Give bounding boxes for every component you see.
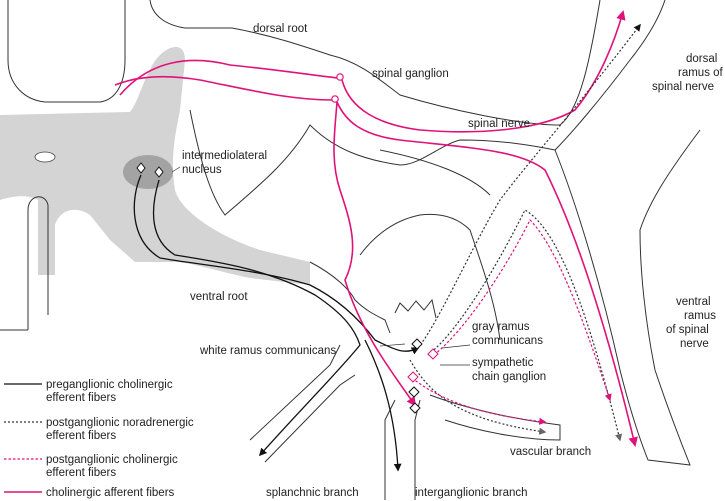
label-ventral-ramus-1: ventral (676, 296, 711, 308)
label-intermediolateral-1: intermediolateral (182, 150, 267, 162)
legend-label: efferent fibers (46, 467, 116, 479)
legend-item-preganglionic: preganglionic cholinergic efferent fiber… (4, 379, 173, 404)
synapse-markers (407, 338, 439, 414)
label-interganglionic-branch: interganglionic branch (415, 487, 528, 499)
preganglionic-fibers (133, 174, 420, 472)
legend: preganglionic cholinergic efferent fiber… (4, 379, 194, 499)
label-gray-ramus-1: gray ramus (472, 321, 530, 333)
label-spinal-ganglion: spinal ganglion (372, 68, 449, 80)
label-ventral-ramus-3: of spinal (666, 324, 709, 336)
label-dorsal-ramus-2: ramus of (678, 67, 724, 79)
legend-label: cholinergic afferent fibers (46, 487, 175, 499)
label-vascular-branch: vascular branch (510, 446, 591, 458)
legend-label: postganglionic cholinergic (46, 454, 178, 466)
label-ventral-ramus-4: nerve (680, 338, 709, 350)
legend-label: efferent fibers (46, 392, 116, 404)
spinal-cord-outline (0, 0, 232, 331)
label-sympathetic-1: sympathetic (472, 357, 534, 369)
afferent-fibers (114, 10, 638, 447)
legend-label: postganglionic noradrenergic (46, 417, 194, 429)
label-dorsal-ramus-1: dorsal (686, 53, 717, 65)
label-dorsal-root: dorsal root (253, 23, 308, 35)
label-sympathetic-2: chain ganglion (472, 371, 546, 383)
leader-lines (171, 166, 471, 366)
label-gray-ramus-2: communicans (472, 335, 543, 347)
postganglionic-noradrenergic-fibers (409, 23, 641, 442)
label-spinal-nerve: spinal nerve (468, 118, 530, 130)
label-dorsal-ramus-3: spinal nerve (652, 81, 714, 93)
legend-item-afferent: cholinergic afferent fibers (4, 487, 175, 499)
label-intermediolateral-2: nucleus (182, 164, 222, 176)
legend-item-postganglionic-noradrenergic: postganglionic noradrenergic efferent fi… (4, 417, 194, 442)
nerve-outlines (189, 0, 701, 500)
legend-item-postganglionic-cholinergic: postganglionic cholinergic efferent fibe… (4, 454, 178, 479)
label-white-ramus: white ramus communicans (199, 345, 336, 357)
label-splanchnic-branch: splanchnic branch (266, 487, 359, 499)
postganglionic-cholinergic-fibers (411, 218, 612, 425)
intermediolateral-nucleus (123, 155, 173, 189)
label-ventral-ramus-2: ramus (684, 310, 716, 322)
legend-label: efferent fibers (46, 430, 116, 442)
legend-label: preganglionic cholinergic (46, 379, 173, 391)
label-ventral-root: ventral root (190, 291, 248, 303)
central-canal (34, 151, 56, 163)
